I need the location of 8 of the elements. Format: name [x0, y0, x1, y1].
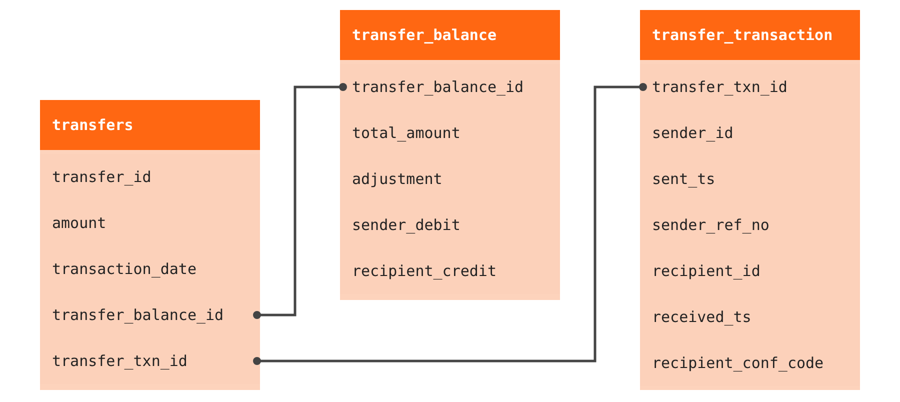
entity-table	[640, 10, 860, 390]
table-header: transfer_transaction	[640, 10, 860, 60]
relationship-line	[253, 83, 647, 365]
table-header: transfers	[40, 100, 260, 150]
relationship-line	[253, 83, 347, 319]
table-header: transfer_balance	[340, 10, 560, 60]
entity-table	[340, 10, 560, 300]
entity-table	[40, 100, 260, 390]
